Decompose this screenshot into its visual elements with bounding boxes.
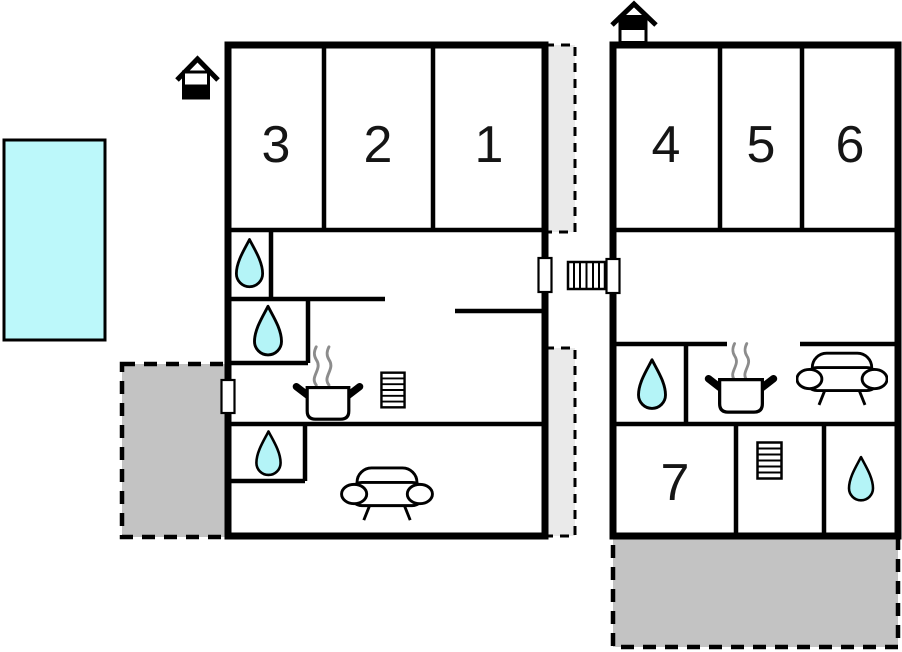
stairs-icon xyxy=(756,441,783,480)
house-ground-floor-icon xyxy=(175,55,220,100)
swimming-pool xyxy=(2,138,107,342)
lower-right-balcony xyxy=(543,346,577,538)
right-building-outline xyxy=(609,41,902,540)
room-1-label: 1 xyxy=(475,116,504,174)
house-upper-floor-icon xyxy=(610,0,658,44)
door-marker xyxy=(605,257,621,295)
left-terrace xyxy=(119,361,231,540)
upper-right-balcony xyxy=(543,43,577,234)
room-2-label: 2 xyxy=(364,116,393,174)
door-marker xyxy=(220,378,236,415)
room-5-label: 5 xyxy=(747,116,776,174)
bottom-terrace xyxy=(610,533,901,650)
left-building-outline xyxy=(224,41,549,540)
room-3-label: 3 xyxy=(262,116,291,174)
house-ground-floor-fill xyxy=(185,84,207,97)
exterior-stairs-icon xyxy=(566,260,607,291)
room-6-label: 6 xyxy=(836,116,865,174)
door-marker xyxy=(537,256,553,294)
room-7-label: 7 xyxy=(661,454,690,512)
room-4-label: 4 xyxy=(652,116,681,174)
house-upper-floor-fill xyxy=(621,18,645,30)
stairs-icon xyxy=(380,371,406,409)
